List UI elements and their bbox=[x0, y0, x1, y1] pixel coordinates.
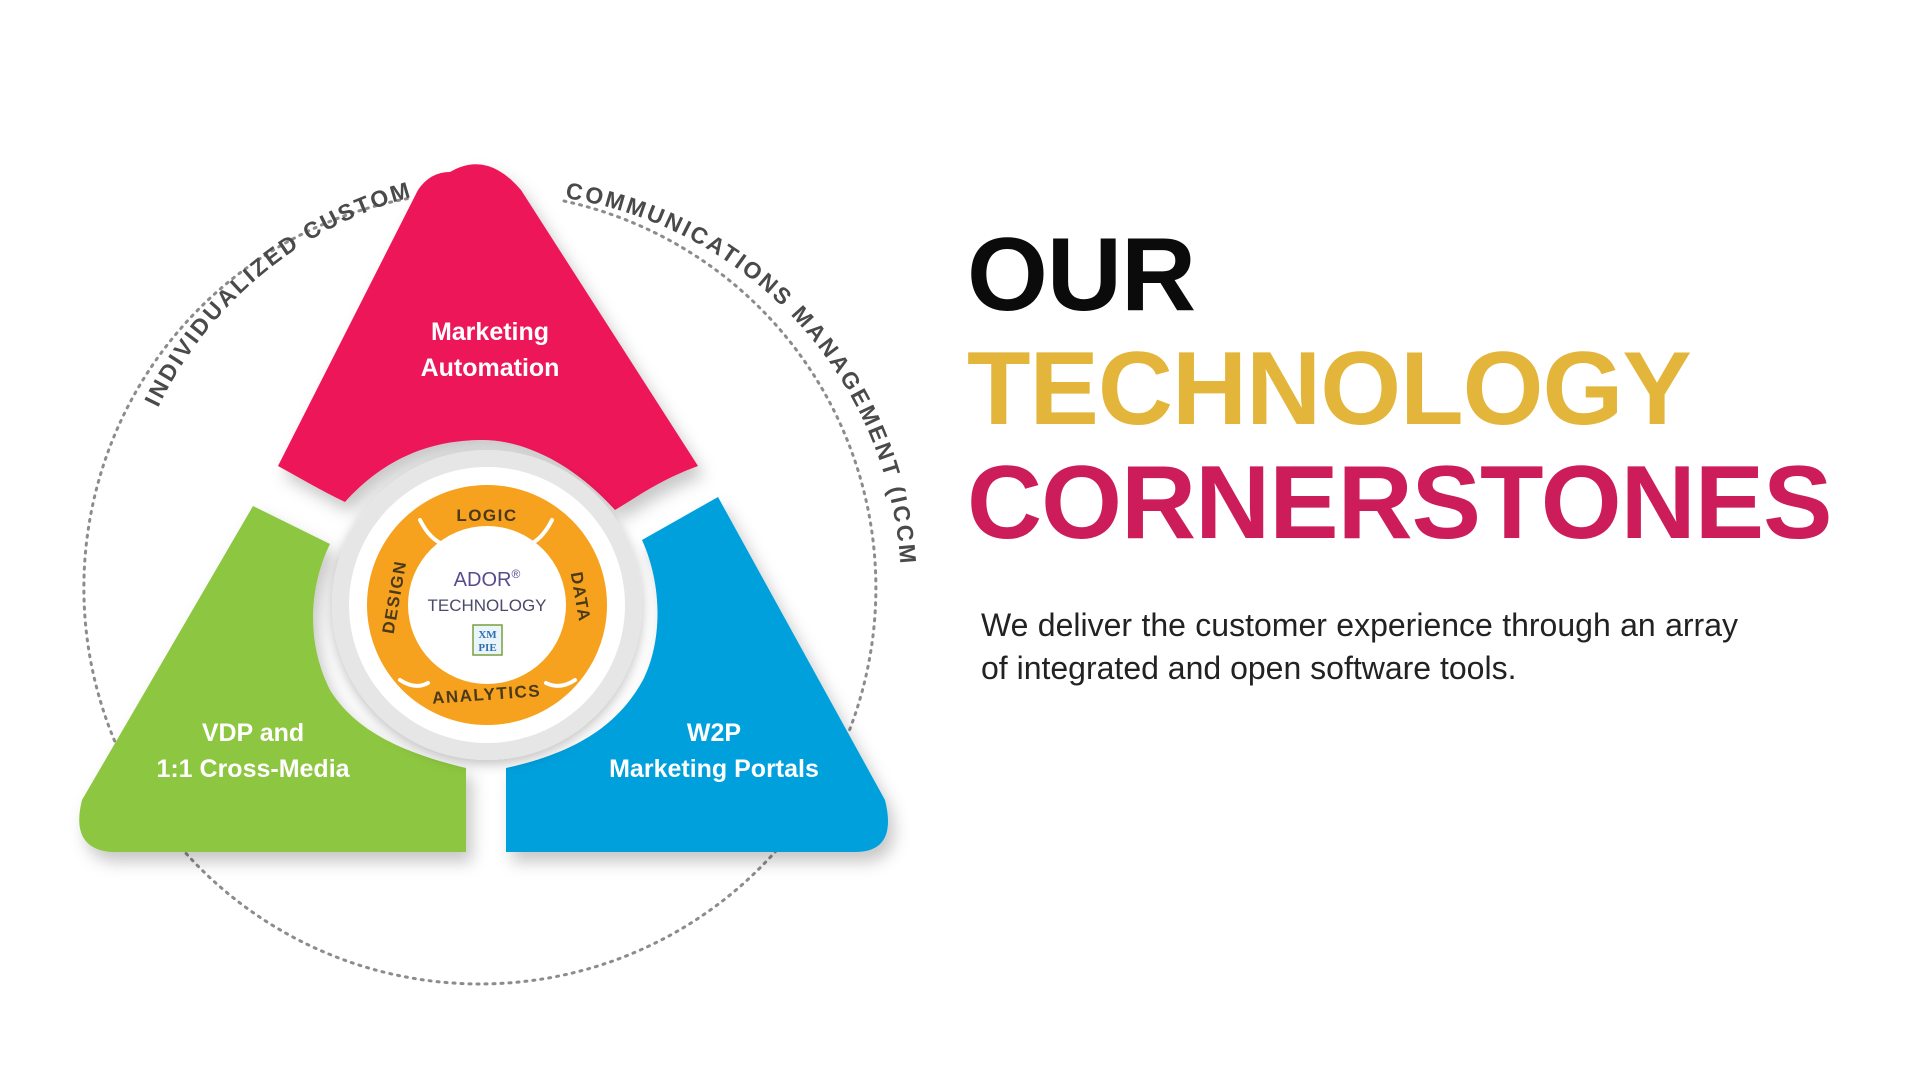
diagram-svg: INDIVIDUALIZED CUSTOMER COMMUNICATIONS M… bbox=[0, 0, 919, 986]
segment-vdp-shape bbox=[79, 506, 466, 852]
description-paragraph: We deliver the customer experience throu… bbox=[981, 607, 1738, 686]
ador-core: LOGIC DESIGN DATA ANALYTICS ADOR® TECHNO… bbox=[332, 450, 642, 760]
segment-w2p bbox=[506, 497, 889, 852]
segment-marketing-automation-line1: Marketing bbox=[431, 318, 549, 346]
segment-w2p-line2: Marketing Portals bbox=[609, 755, 819, 783]
xmpie-logo: XM PIE bbox=[472, 624, 503, 656]
segment-vdp-line2: 1:1 Cross-Media bbox=[156, 755, 350, 783]
headline: OUR TECHNOLOGY CORNERSTONES bbox=[967, 218, 1867, 560]
core-title: ADOR® bbox=[454, 567, 521, 591]
core-title-line1: ADOR bbox=[454, 569, 512, 591]
xmpie-logo-line2: PIE bbox=[478, 642, 496, 654]
core-ring-label-logic: LOGIC bbox=[456, 506, 517, 525]
segment-marketing-automation-line2: Automation bbox=[421, 354, 560, 382]
cornerstones-diagram: INDIVIDUALIZED CUSTOMER COMMUNICATIONS M… bbox=[0, 0, 919, 986]
xmpie-logo-box bbox=[472, 624, 503, 656]
headline-line-our: OUR bbox=[967, 217, 1196, 333]
xmpie-logo-line1: XM bbox=[478, 629, 497, 641]
headline-line-technology: TECHNOLOGY bbox=[967, 331, 1692, 447]
core-inner-disc bbox=[408, 526, 566, 684]
segment-marketing-automation-shape bbox=[278, 164, 698, 510]
core-title-line2: TECHNOLOGY bbox=[427, 596, 546, 615]
segment-marketing-automation bbox=[278, 164, 698, 510]
outer-dotted-ring bbox=[82, 196, 878, 986]
segment-vdp bbox=[79, 506, 466, 852]
segment-w2p-line1: W2P bbox=[687, 719, 741, 747]
headline-line-cornerstones: CORNERSTONES bbox=[967, 445, 1832, 561]
core-ring-dividers bbox=[398, 518, 577, 688]
core-title-mark: ® bbox=[511, 567, 520, 581]
segment-vdp-line1: VDP and bbox=[202, 719, 304, 747]
segment-w2p-shape bbox=[506, 497, 889, 852]
